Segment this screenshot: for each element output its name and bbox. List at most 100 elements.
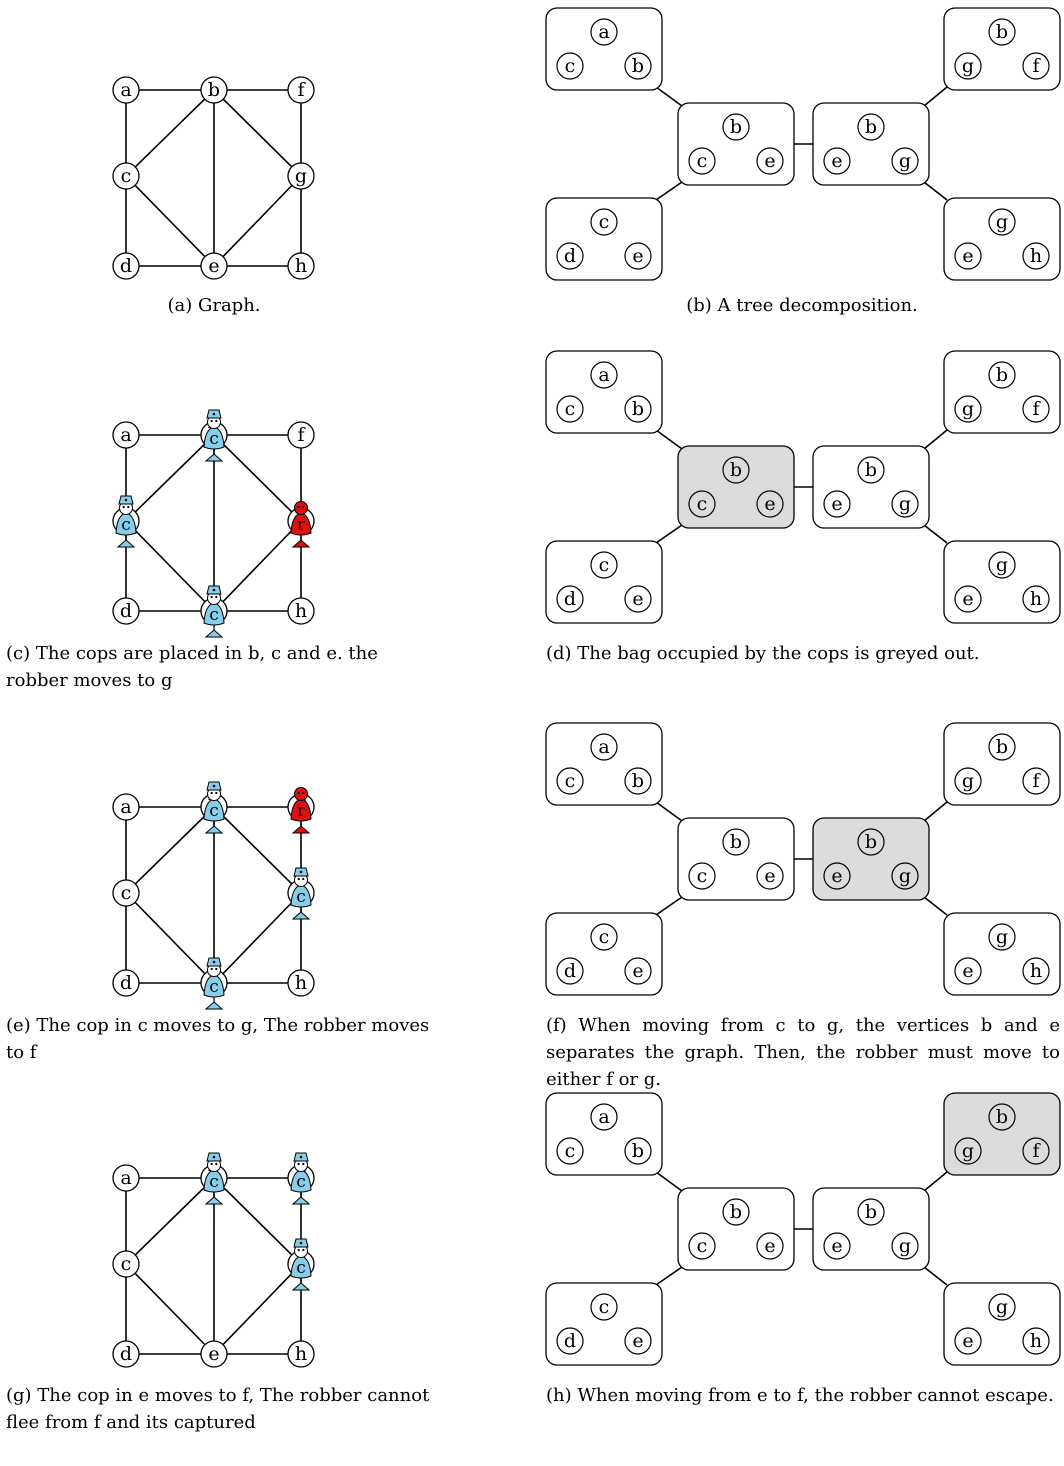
bag-beg-label-e: e xyxy=(831,1235,842,1257)
tree-edge-abc-bce xyxy=(655,1171,683,1192)
vertex-d xyxy=(112,597,140,625)
cop-pawn-b-eye-right xyxy=(215,791,218,795)
cop-pawn-e-eye-left xyxy=(210,967,213,971)
bag-abc-label-c: c xyxy=(565,55,576,77)
cop-pawn-e: c xyxy=(203,957,225,1010)
cop-pawn-b-eye-right xyxy=(215,419,218,423)
bag-geh-label-g: g xyxy=(996,211,1008,233)
bag-geh-vertex-h xyxy=(1022,585,1050,613)
bag-geh-vertex-h xyxy=(1022,1327,1050,1355)
bag-bce-label-e: e xyxy=(764,150,775,172)
cop-pawn-g-eye-right xyxy=(302,877,305,881)
vertex-c xyxy=(112,1250,140,1278)
bag-abc-vertex-c xyxy=(556,1137,584,1165)
cop-pawn-b-hat-badge xyxy=(212,1155,216,1159)
robber-pawn-f-eye-right xyxy=(302,791,305,795)
cop-pawn-g-base xyxy=(291,1282,311,1291)
cop-pawn-c-letter: c xyxy=(121,515,131,535)
bag-cde-label-d: d xyxy=(564,960,576,982)
bag-abc-vertex-a xyxy=(590,1103,618,1131)
cop-pawn-c-eye-left xyxy=(122,505,125,509)
cop-pawn-e-eye-right xyxy=(215,595,218,599)
bag-bce-label-e: e xyxy=(764,865,775,887)
vertex-label-e: e xyxy=(208,1343,219,1365)
cop-pawn-f-eye-left xyxy=(297,1162,300,1166)
robber-pawn-f-letter: r xyxy=(297,801,306,821)
bag-geh-label-e: e xyxy=(962,960,973,982)
bag-bgf-label-b: b xyxy=(996,21,1008,43)
cop-pawn-f-body xyxy=(290,1169,312,1193)
bag-geh-vertex-e xyxy=(954,585,982,613)
cop-pawn-f-letter: c xyxy=(296,1172,306,1192)
bag-beg-vertex-e xyxy=(823,147,851,175)
cop-pawn-b-eye-left xyxy=(210,1162,213,1166)
cop-pawn-c-body xyxy=(115,512,137,536)
cop-pawn-b-base xyxy=(204,825,224,834)
robber-pawn-g-body xyxy=(290,512,312,536)
vertex-label-d: d xyxy=(120,972,132,994)
bag-bgf-label-f: f xyxy=(1032,55,1041,77)
bag-bgf-vertex-g xyxy=(954,1137,982,1165)
cop-pawn-b-base xyxy=(204,453,224,462)
robber-pawn-g-head xyxy=(294,501,308,515)
bag-geh-vertex-e xyxy=(954,957,982,985)
caption-graph-c: (c) The cops are placed in b, c and e. t… xyxy=(6,643,378,691)
vertex-label-c: c xyxy=(121,1253,132,1275)
cop-pawn-b: c xyxy=(203,409,225,462)
vertex-f xyxy=(287,76,315,104)
bag-bgf-vertex-b xyxy=(988,1103,1016,1131)
vertex-label-h: h xyxy=(295,1343,307,1365)
bag-geh-label-g: g xyxy=(996,926,1008,948)
bag-bgf-vertex-b xyxy=(988,18,1016,46)
bag-bce-label-b: b xyxy=(730,459,742,481)
bag-abc-label-b: b xyxy=(632,1140,644,1162)
bag-geh-vertex-g xyxy=(988,208,1016,236)
bag-bgf-label-f: f xyxy=(1032,1140,1041,1162)
tree-edge-beg-geh xyxy=(923,181,948,201)
bag-cde-label-d: d xyxy=(564,245,576,267)
tree-edge-cde-bce xyxy=(655,181,683,201)
robber-pawn-f: r xyxy=(290,787,312,834)
tree-edge-abc-bce xyxy=(655,86,683,107)
bag-beg-vertex-g xyxy=(891,147,919,175)
cop-pawn-e-base xyxy=(204,1001,224,1010)
bag-geh-vertex-e xyxy=(954,1327,982,1355)
caption-tree-d: (d) The bag occupied by the cops is grey… xyxy=(546,643,980,664)
vertex-label-a: a xyxy=(120,796,131,818)
bag-geh-vertex-e xyxy=(954,242,982,270)
cop-pawn-e-letter: c xyxy=(209,605,219,625)
tree-edge-beg-bgf xyxy=(923,429,948,450)
cop-pawn-e-hat-badge xyxy=(212,960,216,964)
bag-geh-label-h: h xyxy=(1030,1330,1042,1352)
bag-abc-label-a: a xyxy=(598,21,609,43)
bag-bce-vertex-b xyxy=(722,113,750,141)
bag-beg-label-b: b xyxy=(865,116,877,138)
bag-bgf-label-g: g xyxy=(962,398,974,420)
bag-abc-vertex-a xyxy=(590,361,618,389)
bag-geh-label-e: e xyxy=(962,588,973,610)
bag-beg-vertex-e xyxy=(823,1232,851,1260)
bag-geh-label-g: g xyxy=(996,1296,1008,1318)
bag-bgf-vertex-b xyxy=(988,361,1016,389)
bag-bce-label-e: e xyxy=(764,493,775,515)
robber-pawn-g-base xyxy=(291,539,311,548)
cop-pawn-b: c xyxy=(203,1152,225,1205)
bag-bgf-vertex-f xyxy=(1022,395,1050,423)
tree-edge-cde-bce xyxy=(655,1266,683,1286)
cop-pawn-g: c xyxy=(290,867,312,920)
bag-beg-label-g: g xyxy=(899,493,911,515)
bag-abc-vertex-b xyxy=(624,767,652,795)
bag-beg-vertex-b xyxy=(857,1198,885,1226)
bag-abc-vertex-b xyxy=(624,1137,652,1165)
vertex-d xyxy=(112,252,140,280)
bag-bce-vertex-c xyxy=(688,147,716,175)
bag-cde-label-e: e xyxy=(632,245,643,267)
bag-bce-label-e: e xyxy=(764,1235,775,1257)
bag-cde-vertex-e xyxy=(624,242,652,270)
tree-edge-abc-bce xyxy=(655,801,683,822)
bag-geh-label-g: g xyxy=(996,554,1008,576)
